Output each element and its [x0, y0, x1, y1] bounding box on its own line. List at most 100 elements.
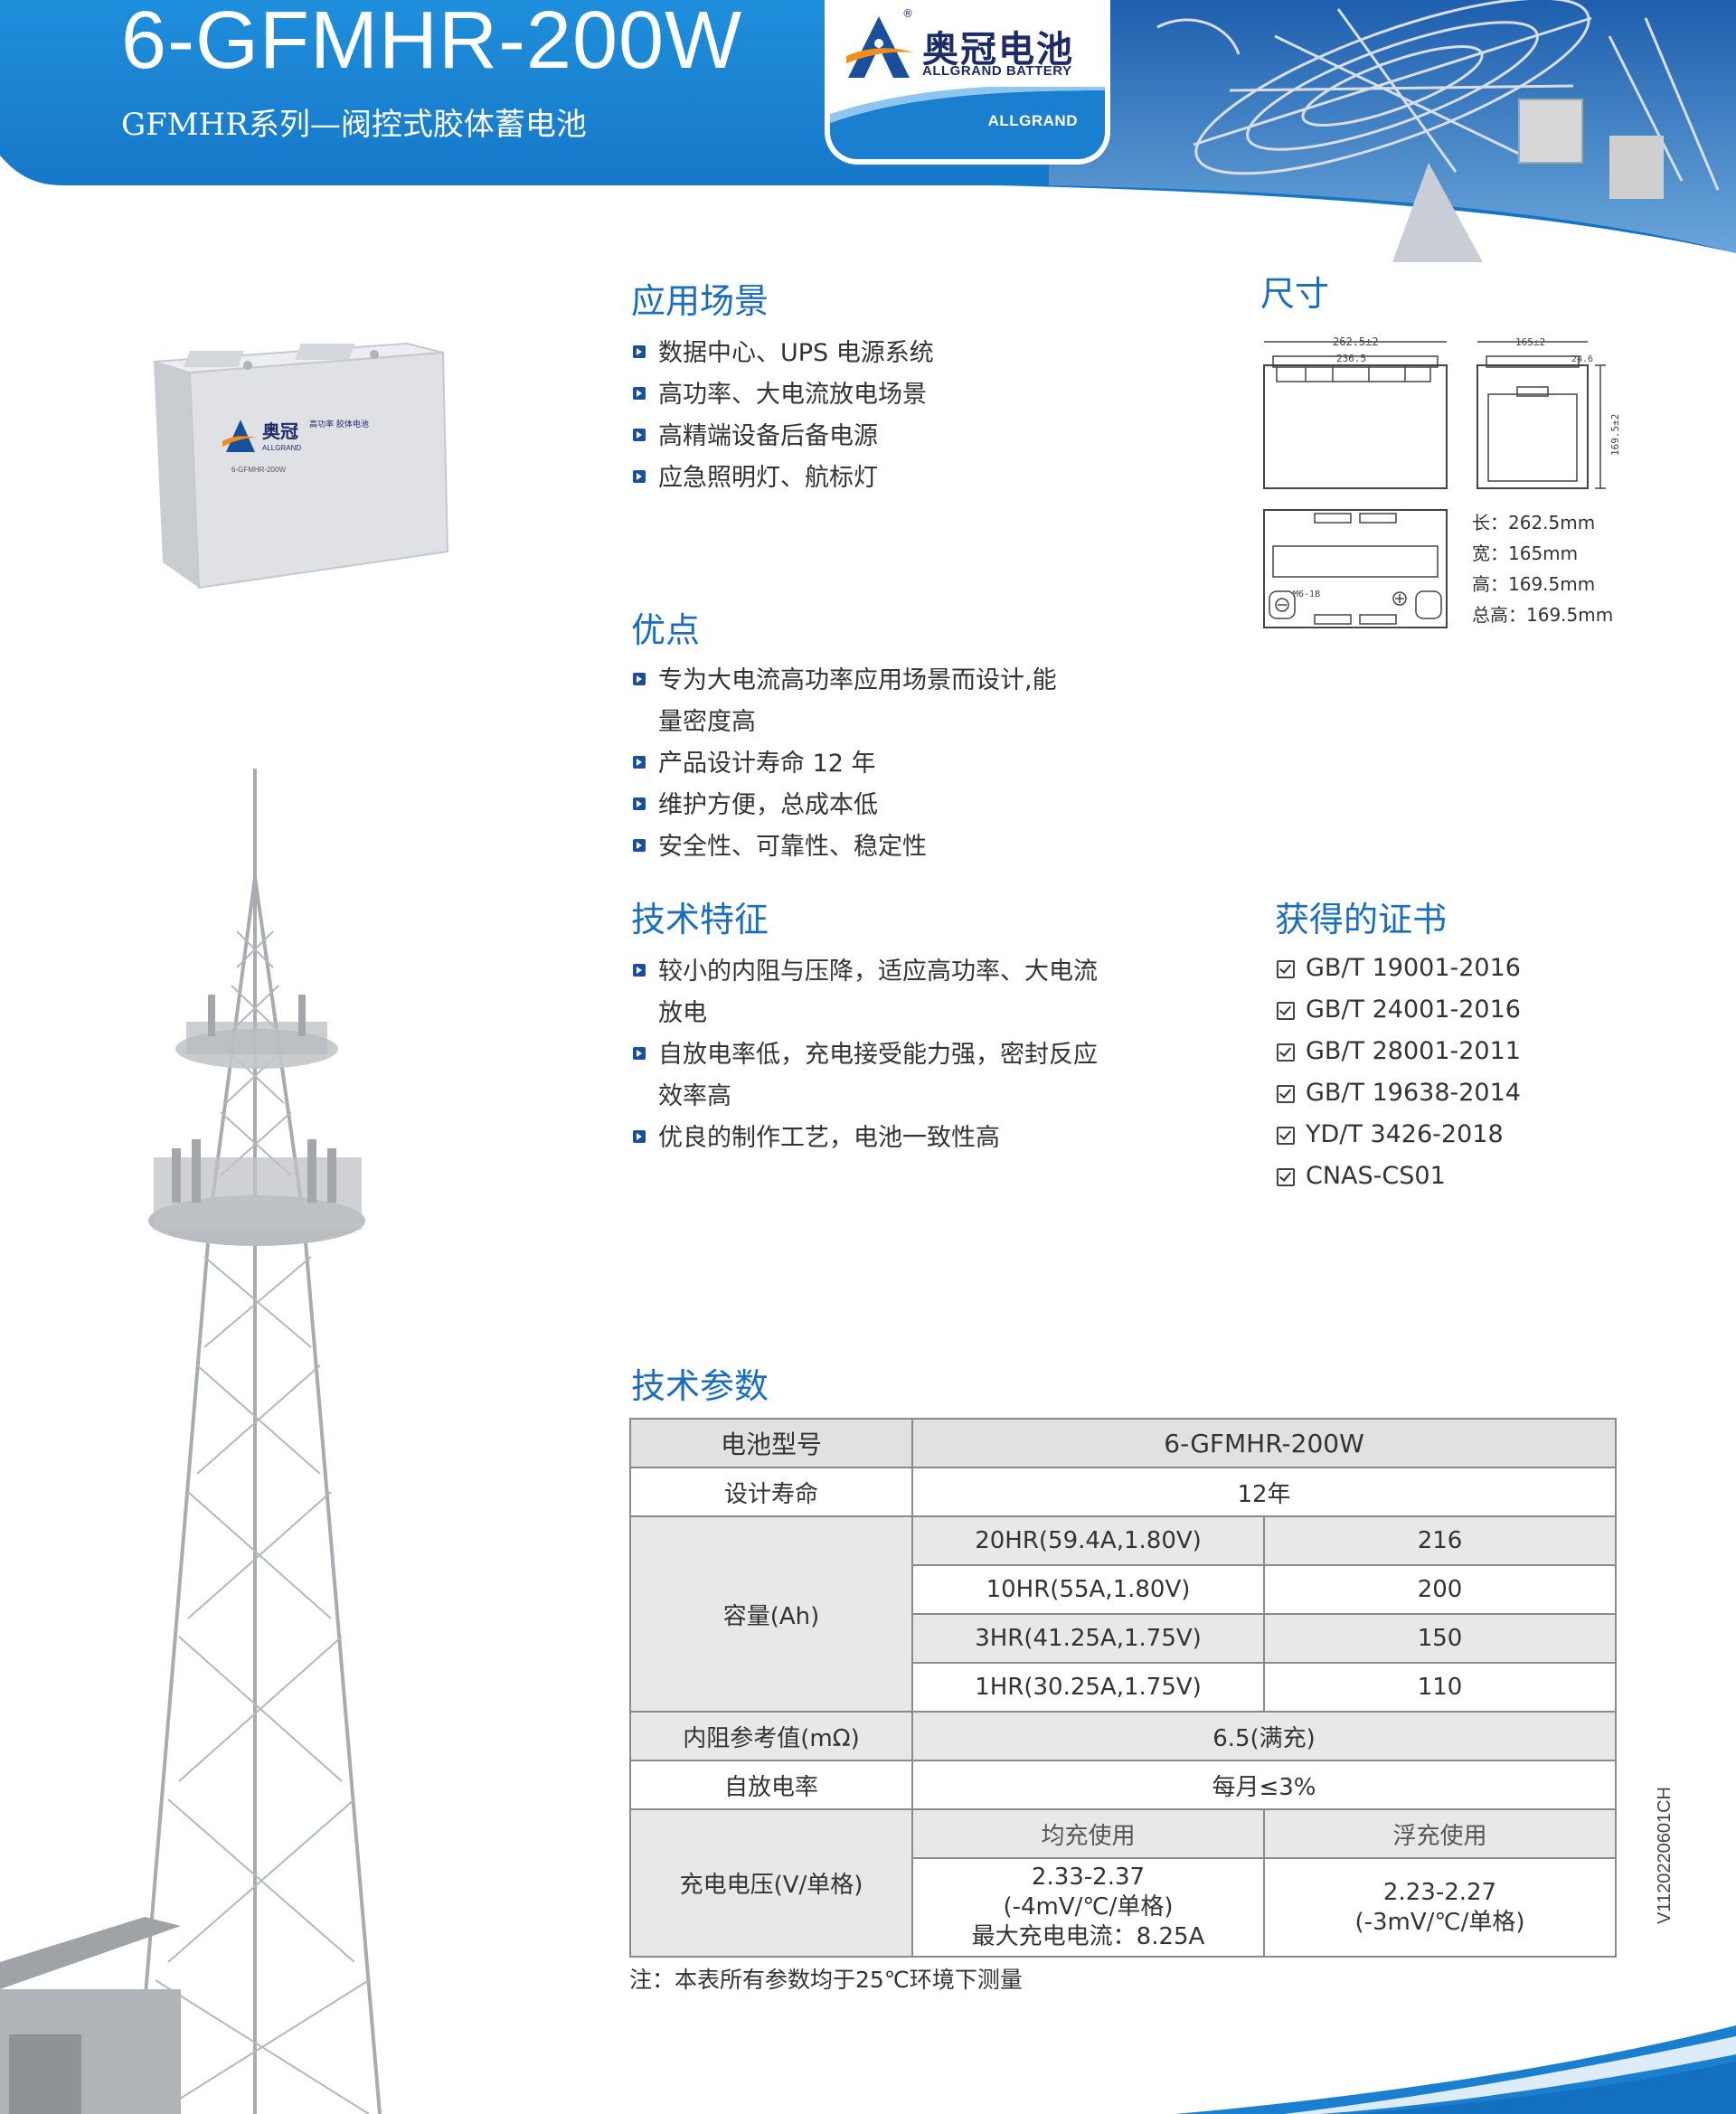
features-item: 优良的制作工艺，电池一致性高 — [633, 1118, 1098, 1159]
capacity-value-cell: 216 — [1262, 1515, 1618, 1566]
bullet-arrow-icon — [633, 345, 646, 358]
dimensions-title: 尺寸 — [1260, 274, 1330, 314]
applications-title: 应用场景 — [631, 281, 769, 321]
certificates-title: 获得的证书 — [1275, 900, 1448, 939]
table-row: 容量(Ah) 20HR(59.4A,1.80V) 216 — [629, 1515, 1618, 1713]
advantages-list: 专为大电流高功率应用场景而设计,能 量密度高 产品设计寿命 12 年 维护方便，… — [633, 660, 1057, 868]
bullet-arrow-icon — [633, 964, 646, 977]
table-row: 3HR(41.25A,1.75V) 150 — [630, 1613, 1618, 1664]
advantages-item: 产品设计寿命 12 年 — [633, 743, 1057, 785]
advantages-item: 安全性、可靠性、稳定性 — [633, 826, 1057, 868]
battery-tag-text: 高功率 胶体电池 — [309, 419, 369, 429]
dimension-drawing: 262.5±2 236.5 165±2 24.6 169.5±2 M6-1B — [1263, 335, 1621, 628]
bullet-arrow-icon — [633, 1130, 646, 1143]
series-subtitle: GFMHR系列—阀控式胶体蓄电池 — [121, 107, 587, 143]
capacity-condition-cell: 10HR(55A,1.80V) — [911, 1564, 1265, 1615]
checkbox-checked-icon — [1277, 1127, 1295, 1145]
satellite-antenna-photo — [1156, 0, 1720, 262]
capacity-value-cell: 200 — [1262, 1564, 1618, 1615]
certificate-item: GB/T 19638-2014 — [1275, 1072, 1521, 1114]
float-label-cell: 浮充使用 — [1262, 1808, 1618, 1859]
dim-terminal-annotation: 24.6 — [1571, 354, 1593, 364]
self-discharge-value-cell: 每月≤3% — [910, 1760, 1618, 1810]
capacity-condition-cell: 3HR(41.25A,1.75V) — [911, 1613, 1265, 1664]
dim-total-height-label: 总高：169.5mm — [1472, 604, 1614, 626]
applications-item: 数据中心、UPS 电源系统 — [633, 333, 934, 374]
telecom-tower-image — [0, 769, 382, 2114]
bullet-arrow-icon — [633, 387, 646, 400]
bullet-arrow-icon — [633, 470, 646, 483]
life-value-cell: 12年 — [910, 1467, 1618, 1517]
certificate-item: CNAS-CS01 — [1275, 1156, 1521, 1197]
battery-model-text: 6-GFMHR-200W — [231, 466, 286, 474]
checkbox-checked-icon — [1277, 1002, 1295, 1020]
certificate-item: GB/T 28001-2011 — [1275, 1031, 1521, 1072]
bullet-arrow-icon — [633, 797, 646, 810]
advantages-item: 维护方便，总成本低 — [633, 785, 1057, 826]
dim-terminal-type-annotation: M6-1B — [1293, 590, 1320, 599]
applications-item: 高功率、大电流放电场景 — [633, 374, 934, 416]
float-value-cell: 2.23-2.27 (-3mV/℃/单格) — [1262, 1857, 1618, 1958]
features-title: 技术特征 — [631, 900, 769, 939]
table-note: 注：本表所有参数均于25℃环境下测量 — [629, 1967, 1023, 1993]
brand-name-en: ALLGRAND BATTERY — [922, 63, 1072, 79]
dim-width-annotation: 165±2 — [1515, 336, 1545, 348]
battery-brand-en-text: ALLGRAND — [262, 444, 301, 452]
registered-mark: ® — [902, 7, 913, 20]
advantages-item-continuation: 量密度高 — [658, 708, 756, 736]
logo-wave-band — [830, 87, 1105, 159]
spec-table-title: 技术参数 — [631, 1366, 769, 1406]
self-discharge-label-cell: 自放电率 — [629, 1760, 913, 1810]
capacity-value-cell: 110 — [1262, 1662, 1618, 1713]
certificate-item: GB/T 19001-2016 — [1275, 948, 1521, 989]
certificate-item: YD/T 3426-2018 — [1275, 1114, 1521, 1156]
advantages-title: 优点 — [631, 610, 701, 650]
model-value-cell: 6-GFMHR-200W — [910, 1418, 1618, 1468]
bullet-arrow-icon — [633, 673, 646, 685]
features-item: 自放电率低，充电接受能力强，密封反应 — [633, 1034, 1098, 1076]
equalize-value-cell: 2.33-2.37 (-4mV/℃/单格) 最大充电电流：8.25A — [911, 1857, 1265, 1958]
checkbox-checked-icon — [1277, 1043, 1295, 1062]
features-item-continuation: 放电 — [658, 999, 707, 1027]
checkbox-checked-icon — [1277, 1085, 1295, 1103]
battery-product-image: 奥冠 ALLGRAND 高功率 胶体电池 6-GFMHR-200W — [153, 342, 449, 590]
footer-wave-decoration — [1175, 2025, 1736, 2114]
applications-item: 高精端设备后备电源 — [633, 416, 934, 458]
checkbox-checked-icon — [1277, 1168, 1295, 1186]
dim-length-annotation: 262.5±2 — [1333, 335, 1379, 348]
resistance-value-cell: 6.5(满充) — [910, 1711, 1618, 1761]
battery-brand-text: 奥冠 — [262, 420, 298, 442]
model-title: 6-GFMHR-200W — [121, 0, 743, 86]
brand-triangle-icon — [846, 16, 913, 78]
checkbox-checked-icon — [1277, 960, 1295, 978]
table-row: 设计寿命 12年 — [629, 1467, 1618, 1517]
bullet-arrow-icon — [633, 756, 646, 769]
table-row: 充电电压(V/单格) 均充使用 浮充使用 — [629, 1808, 1618, 1958]
table-row: 自放电率 每月≤3% — [629, 1760, 1618, 1810]
table-row: 电池型号 6-GFMHR-200W — [629, 1418, 1618, 1468]
dim-inner-length-annotation: 236.5 — [1336, 353, 1366, 364]
features-item-continuation: 效率高 — [658, 1082, 731, 1110]
brand-logo: ® 奥冠电池 ALLGRAND BATTERY ALLGRAND — [830, 0, 1105, 159]
capacity-condition-cell: 20HR(59.4A,1.80V) — [911, 1515, 1265, 1566]
capacity-value-cell: 150 — [1262, 1613, 1618, 1664]
dim-height-label: 高：169.5mm — [1472, 573, 1596, 595]
features-item: 较小的内阻与压降，适应高功率、大电流 — [633, 951, 1098, 993]
table-row: 2.33-2.37 (-4mV/℃/单格) 最大充电电流：8.25A 2.23-… — [630, 1857, 1618, 1958]
equalize-label-cell: 均充使用 — [911, 1808, 1265, 1859]
table-row: 1HR(30.25A,1.75V) 110 — [630, 1662, 1618, 1713]
resistance-label-cell: 内阻参考值(mΩ) — [629, 1711, 913, 1761]
certificate-item: GB/T 24001-2016 — [1275, 989, 1521, 1031]
spec-table: 电池型号 6-GFMHR-200W 设计寿命 12年 容量(Ah) 20HR(5… — [629, 1418, 1618, 1958]
dim-width-label: 宽：165mm — [1472, 543, 1579, 564]
bullet-arrow-icon — [633, 839, 646, 852]
bullet-arrow-icon — [633, 1047, 646, 1060]
capacity-label-cell: 容量(Ah) — [629, 1515, 913, 1713]
applications-item: 应急照明灯、航标灯 — [633, 458, 934, 499]
applications-list: 数据中心、UPS 电源系统 高功率、大电流放电场景 高精端设备后备电源 应急照明… — [633, 333, 934, 499]
brand-name-cn: 奥冠电池 — [922, 29, 1074, 71]
features-list: 较小的内阻与压降，适应高功率、大电流 放电 自放电率低，充电接受能力强，密封反应… — [633, 951, 1098, 1159]
life-label-cell: 设计寿命 — [629, 1467, 913, 1517]
table-row: 10HR(55A,1.80V) 200 — [630, 1564, 1618, 1615]
table-row: 内阻参考值(mΩ) 6.5(满充) — [629, 1711, 1618, 1761]
